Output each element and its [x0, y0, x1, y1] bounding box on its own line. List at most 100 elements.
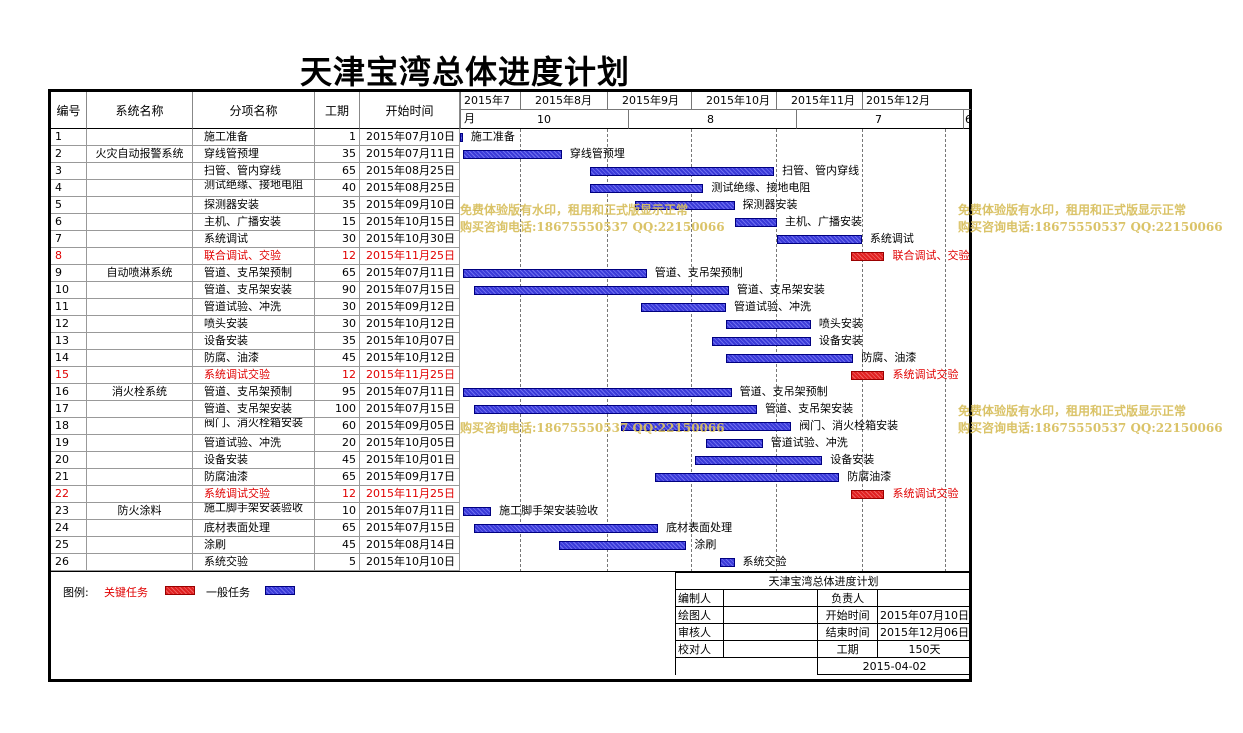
cell-no: 17: [51, 401, 87, 418]
month-label: 2015年7月: [460, 92, 520, 125]
critical-task-bar[interactable]: [850, 252, 885, 261]
cell-system: [87, 469, 193, 486]
task-bar[interactable]: [474, 286, 729, 295]
task-bar[interactable]: [462, 150, 562, 159]
task-bar-label: 施工脚手架安装验收: [499, 504, 599, 517]
cell-no: 24: [51, 520, 87, 537]
chart-frame: [48, 89, 972, 682]
task-bar[interactable]: [621, 422, 792, 431]
task-bar[interactable]: [655, 473, 840, 482]
watermark-line: 购买咨询电话:18675550537 QQ:22150066: [958, 421, 1223, 435]
cell-item: 底材表面处理: [193, 520, 315, 537]
critical-task-bar[interactable]: [850, 490, 885, 499]
task-bar[interactable]: [462, 388, 732, 397]
watermark-line: 购买咨询电话:18675550537 QQ:22150066: [460, 220, 725, 234]
cell-days: 65: [315, 265, 360, 282]
cell-start: 2015年09月10日: [360, 197, 460, 214]
task-bar[interactable]: [462, 269, 647, 278]
gridline: [607, 129, 608, 572]
task-bar[interactable]: [474, 524, 659, 533]
critical-task-bar[interactable]: [850, 371, 885, 380]
task-bar[interactable]: [706, 439, 763, 448]
task-bar-label: 管道试验、冲洗: [734, 300, 812, 313]
cell-days: 1: [315, 129, 360, 146]
cell-system: [87, 316, 193, 333]
task-bar-label: 扫管、管内穿线: [782, 164, 860, 177]
col-header-no: 编号: [51, 92, 87, 129]
cell-no: 20: [51, 452, 87, 469]
cell-start: 2015年10月01日: [360, 452, 460, 469]
task-bar[interactable]: [734, 218, 777, 227]
cell-no: 19: [51, 435, 87, 452]
cell-item: 涂刷: [193, 537, 315, 554]
cell-item: 防腐油漆: [193, 469, 315, 486]
cell-system: [87, 367, 193, 384]
owner-value: [877, 589, 972, 607]
cell-start: 2015年10月10日: [360, 554, 460, 571]
end-value: 2015年12月06日: [877, 623, 972, 641]
cell-start: 2015年09月05日: [360, 418, 460, 435]
end-label: 结束时间: [817, 623, 878, 641]
cell-system: [87, 214, 193, 231]
cell-start: 2015年09月12日: [360, 299, 460, 316]
task-bar[interactable]: [474, 405, 758, 414]
task-bar[interactable]: [460, 133, 463, 142]
task-bar[interactable]: [776, 235, 862, 244]
gridline: [520, 129, 521, 572]
legend-normal-swatch: [265, 586, 295, 595]
cell-system: [87, 350, 193, 367]
cell-no: 9: [51, 265, 87, 282]
cell-start: 2015年11月25日: [360, 486, 460, 503]
cell-no: 26: [51, 554, 87, 571]
cell-start: 2015年10月15日: [360, 214, 460, 231]
task-bar[interactable]: [559, 541, 687, 550]
cell-days: 35: [315, 197, 360, 214]
cell-no: 11: [51, 299, 87, 316]
task-bar-label: 管道、支吊架安装: [765, 402, 854, 415]
cell-system: [87, 180, 193, 197]
task-bar-label: 管道、支吊架安装: [736, 283, 825, 296]
task-bar[interactable]: [726, 354, 854, 363]
cell-start: 2015年09月17日: [360, 469, 460, 486]
editor-label: 编制人: [675, 589, 724, 607]
cell-no: 18: [51, 418, 87, 435]
task-bar[interactable]: [641, 303, 726, 312]
col-header-item: 分项名称: [193, 92, 315, 129]
cell-item: 扫管、管内穿线: [193, 163, 315, 180]
watermark-line: 免费体验版有水印，租用和正式版显示正常: [460, 203, 689, 217]
cell-days: 10: [315, 503, 360, 520]
month-label: 2015年10月: [691, 92, 776, 110]
task-bar-label: 管道试验、冲洗: [770, 436, 848, 449]
cell-start: 2015年08月25日: [360, 163, 460, 180]
cell-item: 阀门、消火栓箱安装: [193, 418, 315, 435]
cell-no: 25: [51, 537, 87, 554]
cell-system: [87, 401, 193, 418]
task-bar[interactable]: [590, 184, 704, 193]
task-bar[interactable]: [720, 558, 735, 567]
cell-days: 20: [315, 435, 360, 452]
task-bar[interactable]: [726, 320, 811, 329]
task-bar[interactable]: [462, 507, 492, 516]
cell-system: 自动喷淋系统: [87, 265, 193, 282]
week-label: 7: [796, 110, 963, 129]
col-header-start: 开始时间: [360, 92, 460, 129]
cell-days: 90: [315, 282, 360, 299]
cell-system: [87, 299, 193, 316]
cell-item: 系统调试: [193, 231, 315, 248]
cell-item: 管道、支吊架安装: [193, 282, 315, 299]
cell-item: 系统调试交验: [193, 486, 315, 503]
task-bar[interactable]: [635, 201, 735, 210]
task-bar[interactable]: [694, 456, 823, 465]
cell-item: 管道试验、冲洗: [193, 435, 315, 452]
cell-days: 30: [315, 299, 360, 316]
cell-no: 2: [51, 146, 87, 163]
task-bar[interactable]: [711, 337, 811, 346]
task-bar[interactable]: [590, 167, 775, 176]
